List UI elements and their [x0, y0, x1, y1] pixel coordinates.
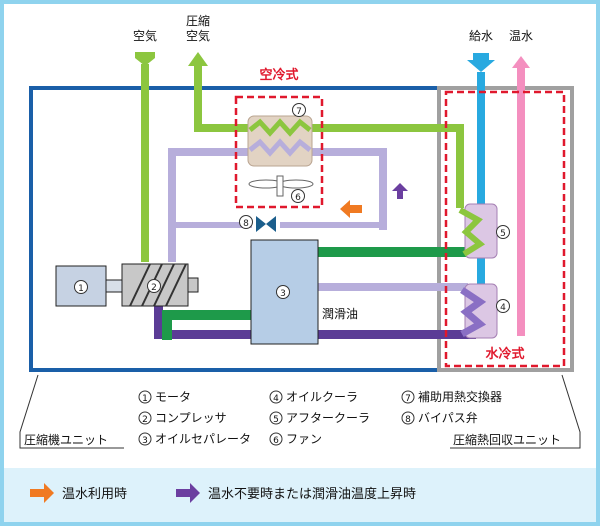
- badge-1: 1: [74, 280, 88, 294]
- key-item-4: 4 オイルクーラ: [269, 390, 358, 404]
- hot-water-label: 温水: [509, 29, 533, 43]
- compressor-unit-callout: 圧縮機ユニット: [19, 374, 124, 449]
- key-item-6-num: 6: [273, 436, 279, 446]
- legend-orange: 温水利用時: [30, 483, 127, 503]
- badge-3: 3: [276, 285, 290, 299]
- aux-hx-green-zigzag: [248, 118, 312, 137]
- badge-1-num: 1: [78, 284, 84, 294]
- badge-6-num: 6: [295, 193, 301, 203]
- key-item-8: 8 バイパス弁: [401, 410, 478, 425]
- key-item-1: 1 モータ: [138, 390, 191, 404]
- badge-4-num: 4: [500, 303, 506, 313]
- badge-5: 5: [496, 225, 510, 239]
- water-supply-label: 給水: [469, 29, 493, 43]
- legend-purple-label: 温水不要時または潤滑油温度上昇時: [208, 486, 416, 502]
- badge-2: 2: [147, 279, 161, 293]
- after-cooler-zigzag: [458, 207, 486, 257]
- key-item-6: 6 ファン: [269, 432, 322, 446]
- aux-hx-lavender-zigzag: [248, 138, 312, 157]
- badge-3-num: 3: [280, 289, 286, 299]
- key-item-8-label: バイパス弁: [418, 410, 478, 425]
- fan-icon: [248, 175, 314, 197]
- legend-purple: 温水不要時または潤滑油温度上昇時: [176, 483, 416, 503]
- motor-shaft: [105, 279, 123, 293]
- key-item-3-num: 3: [142, 436, 148, 446]
- oil-cooler-zigzag: [460, 287, 487, 338]
- key-item-5-num: 5: [273, 415, 279, 425]
- key-item-6-label: ファン: [286, 432, 322, 446]
- key-item-1-label: モータ: [155, 390, 191, 404]
- air-label: 空気: [133, 28, 157, 43]
- air-cooled-dashed-box: [234, 95, 324, 209]
- heat-recovery-unit-box: [437, 86, 574, 372]
- orange-arrow-icon: [340, 200, 362, 218]
- key-item-1-num: 1: [142, 394, 148, 404]
- heat-recovery-unit-label: 圧縮熱回収ユニット: [453, 432, 561, 447]
- key-item-5: 5 アフタークーラ: [269, 411, 370, 425]
- compressor-unit-label: 圧縮機ユニット: [24, 432, 108, 447]
- badge-5-num: 5: [500, 229, 506, 239]
- key-item-3-label: オイルセパレータ: [155, 432, 251, 446]
- key-item-2-label: コンプレッサ: [155, 411, 227, 425]
- key-item-4-num: 4: [273, 394, 279, 404]
- lubricant-label: 潤滑油: [322, 307, 358, 321]
- legend-orange-arrow-icon: [30, 483, 54, 503]
- compressed-air-label-1: 圧縮: [186, 13, 210, 28]
- badge-7: 7: [292, 103, 306, 117]
- water-cooled-label: 水冷式: [485, 346, 524, 362]
- legend-background: [4, 468, 596, 522]
- compressed-flow-dark-green: [162, 247, 476, 340]
- purple-arrow-icon: [392, 183, 408, 199]
- key-item-5-label: アフタークーラ: [286, 411, 370, 425]
- key-item-7-label: 補助用熱交換器: [418, 389, 502, 404]
- key-item-4-label: オイルクーラ: [286, 390, 358, 404]
- compressed-air-line: [135, 52, 464, 262]
- badge-7-num: 7: [296, 107, 302, 117]
- key-item-3: 3 オイルセパレータ: [138, 432, 251, 446]
- heat-recovery-unit-callout: 圧縮熱回収ユニット: [450, 374, 581, 449]
- air-cooled-label: 空冷式: [259, 67, 298, 83]
- compressed-air-label-2: 空気: [186, 28, 210, 43]
- legend-orange-label: 温水利用時: [62, 487, 127, 502]
- bypass-valve-icon: [256, 216, 276, 232]
- key-item-2-num: 2: [142, 415, 148, 425]
- key-item-8-num: 8: [405, 415, 411, 425]
- badge-2-num: 2: [151, 283, 157, 293]
- key-item-7-num: 7: [405, 394, 411, 404]
- hot-water-line: [512, 56, 530, 336]
- badge-4: 4: [496, 299, 510, 313]
- badge-8: 8: [239, 215, 253, 229]
- key-item-2: 2 コンプレッサ: [138, 411, 227, 425]
- badge-8-num: 8: [243, 219, 249, 229]
- water-supply-line: [467, 53, 495, 298]
- key-item-7: 7 補助用熱交換器: [401, 389, 502, 404]
- badge-6: 6: [291, 189, 305, 203]
- legend-purple-arrow-icon: [176, 483, 200, 503]
- water-cooled-dashed-box: [444, 90, 566, 368]
